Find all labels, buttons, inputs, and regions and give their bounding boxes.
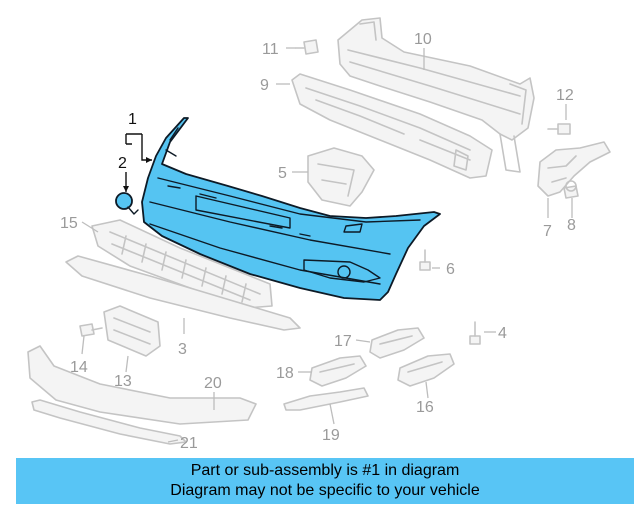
part-7-side-bracket[interactable] bbox=[537, 141, 611, 197]
part-1-bumper-cover[interactable] bbox=[141, 117, 441, 301]
part-11-bolt[interactable] bbox=[295, 39, 319, 55]
callout-10: 10 bbox=[414, 31, 432, 48]
info-banner: Part or sub-assembly is #1 in diagram Di… bbox=[16, 458, 634, 504]
banner-line-2: Diagram may not be specific to your vehi… bbox=[170, 482, 480, 499]
part-4-bolt[interactable] bbox=[469, 321, 481, 345]
callout-15: 15 bbox=[60, 215, 78, 232]
callout-7: 7 bbox=[543, 223, 552, 240]
callout-1: 1 bbox=[128, 111, 137, 128]
part-8-clip[interactable] bbox=[563, 180, 579, 199]
part-12-bolt[interactable] bbox=[547, 123, 571, 135]
callout-2: 2 bbox=[118, 155, 127, 172]
callout-19: 19 bbox=[322, 427, 340, 444]
part-14-clip[interactable] bbox=[79, 323, 103, 337]
callout-6: 6 bbox=[446, 261, 455, 278]
part-9-energy-absorber[interactable] bbox=[291, 73, 493, 179]
banner-line-1: Part or sub-assembly is #1 in diagram bbox=[190, 462, 460, 479]
part-20-lower-spoiler[interactable] bbox=[27, 345, 257, 425]
callout-20: 20 bbox=[204, 375, 222, 392]
callout-18: 18 bbox=[276, 365, 294, 382]
part-2-cap[interactable] bbox=[115, 192, 139, 215]
callout-4: 4 bbox=[498, 325, 507, 342]
callout-3: 3 bbox=[178, 341, 187, 358]
callout-5: 5 bbox=[278, 165, 287, 182]
callout-14: 14 bbox=[70, 359, 88, 376]
callout-9: 9 bbox=[260, 77, 269, 94]
part-13-license-bracket[interactable] bbox=[103, 305, 161, 357]
part-5-bracket[interactable] bbox=[307, 147, 375, 207]
callout-8: 8 bbox=[567, 217, 576, 234]
part-15-lower-grille[interactable] bbox=[91, 219, 273, 309]
callout-11: 11 bbox=[262, 41, 279, 58]
part-18-fog-trim[interactable] bbox=[309, 355, 367, 387]
part-19-trim-strip[interactable] bbox=[283, 387, 369, 411]
callout-12: 12 bbox=[556, 87, 574, 104]
part-6-bolt[interactable] bbox=[419, 249, 431, 271]
part-3-lower-trim[interactable] bbox=[65, 255, 301, 331]
part-10-reinforcement-beam[interactable] bbox=[337, 17, 535, 173]
part-21-lower-strip[interactable] bbox=[31, 399, 187, 445]
callout-17: 17 bbox=[334, 333, 352, 350]
callout-13: 13 bbox=[114, 373, 132, 390]
callout-21: 21 bbox=[180, 435, 198, 452]
part-17-fog-trim[interactable] bbox=[369, 327, 425, 359]
part-16-fog-trim[interactable] bbox=[397, 353, 455, 387]
callout-16: 16 bbox=[416, 399, 434, 416]
